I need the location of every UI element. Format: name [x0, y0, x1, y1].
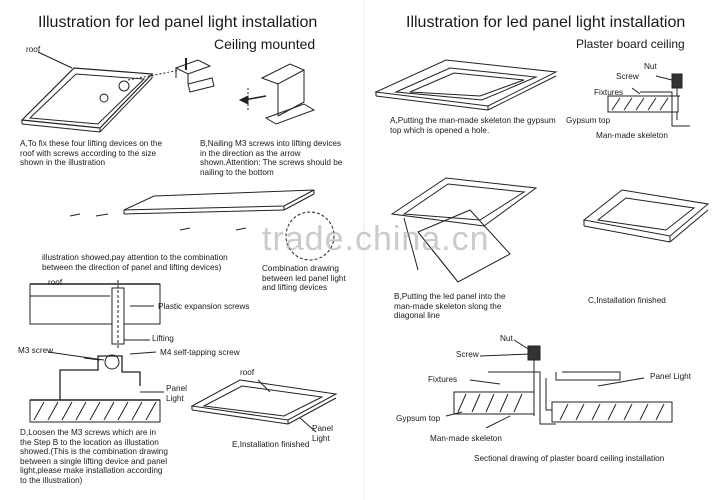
step-b-caption: B,Nailing M3 screws into lifting devices… [200, 139, 343, 177]
right-subtitle: Plaster board ceiling [576, 37, 685, 51]
combination-caption: Combination drawing between led panel li… [262, 264, 346, 293]
sec-fixtures-label: Fixtures [428, 375, 458, 384]
m4-screw-label: M4 self-tapping screw [160, 348, 240, 357]
sec-panel-light-label: Panel Light [650, 372, 691, 381]
step-a-caption: A,To fix these four lifting devices on t… [20, 139, 162, 168]
finished-c-drawing [582, 189, 710, 243]
sectional-caption: Sectional drawing of plaster board ceili… [474, 454, 665, 463]
right-step-a-caption: A,Putting the man-made skeleton the gyps… [390, 116, 556, 135]
step-c-caption-line2: between the direction of panel and lifti… [42, 263, 222, 272]
lifting-device-b-drawing [238, 63, 316, 125]
fixture-detail-drawing [607, 73, 690, 127]
detail-roof-label: roof [48, 278, 63, 287]
roof-label: roof [26, 45, 41, 54]
left-subtitle: Ceiling mounted [214, 36, 316, 52]
sec-gypsum-top-label: Gypsum top [396, 414, 441, 423]
right-title: Illustration for led panel light install… [406, 14, 686, 31]
step-e-caption: E,Installation finished [232, 440, 310, 449]
sec-nut-label: Nut [500, 334, 513, 343]
lifting-label: Lifting [152, 334, 174, 343]
roof-panel-a-drawing [20, 51, 181, 133]
man-made-skeleton-label: Man-made skeleton [596, 131, 668, 140]
screw-label: Screw [616, 72, 639, 81]
step-d-caption: D,Loosen the M3 screws which are in the … [20, 428, 168, 485]
fixtures-label: Fixtures [594, 88, 624, 97]
watermark-text: trade.china.cn [262, 220, 490, 258]
roof-e-label: roof [240, 368, 255, 377]
diagonal-insertion-b-drawing [390, 177, 538, 283]
m3-screw-label: M3 screw [18, 346, 54, 355]
sec-skeleton-label: Man-made skeleton [430, 434, 502, 443]
sec-screw-label: Screw [456, 350, 479, 359]
panel-light-label: Panel Light [166, 384, 187, 403]
right-step-b-caption: B,Putting the led panel into the man-mad… [394, 292, 506, 321]
panel-c-drawing [69, 189, 335, 261]
left-title: Illustration for led panel light install… [38, 14, 318, 31]
lifting-device-a-drawing [174, 58, 215, 93]
lifting-detail-d-drawing [29, 280, 164, 423]
gypsum-frame-a-drawing [374, 59, 558, 111]
plastic-screws-label: Plastic expansion screws [158, 302, 250, 311]
sectional-drawing [445, 339, 673, 429]
nut-label: Nut [644, 62, 657, 71]
right-step-c-caption: C,Installation finished [588, 296, 666, 305]
panel-e-drawing [190, 379, 338, 433]
step-c-caption-line1: illustration showed,pay attention to the… [42, 253, 228, 262]
panel-light-e-label: Panel Light [312, 424, 333, 443]
gypsum-top-label: Gypsum top [566, 116, 611, 125]
